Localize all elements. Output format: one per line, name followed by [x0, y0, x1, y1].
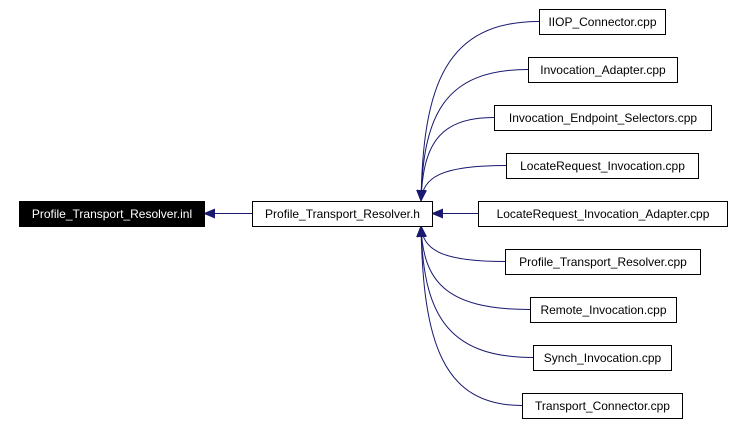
- node-current-file: Profile_Transport_Resolver.inl: [19, 201, 205, 227]
- node-box: [522, 393, 683, 419]
- edge-n9-to-hub: [416, 225, 523, 406]
- node-box: [539, 9, 666, 35]
- edge-n1-to-hub: [416, 21, 540, 202]
- node-label: Profile_Transport_Resolver.cpp: [519, 255, 687, 269]
- node-box: [478, 201, 728, 227]
- node-box: [19, 201, 205, 227]
- edge-n4-to-hub: [416, 165, 507, 202]
- node-box: [528, 57, 678, 83]
- edge-line: [416, 165, 507, 202]
- node-box: [530, 297, 677, 323]
- edge-line: [416, 225, 506, 262]
- edge-n6-to-hub: [416, 225, 506, 262]
- node-label: Transport_Connector.cpp: [535, 399, 670, 413]
- node-file[interactable]: Invocation_Adapter.cpp: [528, 57, 678, 83]
- node-label: Profile_Transport_Resolver.h: [265, 207, 420, 221]
- node-label: IIOP_Connector.cpp: [548, 15, 656, 29]
- edge-line: [416, 21, 540, 202]
- node-label: Remote_Invocation.cpp: [540, 303, 666, 317]
- edge-n3-to-hub: [416, 117, 495, 202]
- node-file[interactable]: Transport_Connector.cpp: [522, 393, 683, 419]
- node-label: Invocation_Adapter.cpp: [540, 63, 666, 77]
- node-box: [505, 249, 701, 275]
- node-file[interactable]: Profile_Transport_Resolver.cpp: [505, 249, 701, 275]
- node-label: Invocation_Endpoint_Selectors.cpp: [509, 111, 697, 125]
- node-box: [506, 153, 699, 179]
- edge-n7-to-hub: [416, 225, 531, 310]
- node-label: LocateRequest_Invocation_Adapter.cpp: [497, 207, 710, 221]
- edge-line: [416, 225, 531, 310]
- edge-n8-to-hub: [416, 225, 534, 358]
- node-file[interactable]: IIOP_Connector.cpp: [539, 9, 666, 35]
- edge-line: [416, 117, 495, 202]
- node-file[interactable]: LocateRequest_Invocation_Adapter.cpp: [478, 201, 728, 227]
- node-label: Profile_Transport_Resolver.inl: [32, 207, 192, 221]
- node-file[interactable]: Profile_Transport_Resolver.h: [252, 201, 433, 227]
- node-label: LocateRequest_Invocation.cpp: [520, 159, 685, 173]
- node-file[interactable]: Remote_Invocation.cpp: [530, 297, 677, 323]
- node-label: Synch_Invocation.cpp: [544, 351, 662, 365]
- edge-line: [416, 69, 529, 202]
- edge-line: [416, 225, 523, 406]
- node-file[interactable]: Synch_Invocation.cpp: [533, 345, 672, 371]
- node-box: [533, 345, 672, 371]
- node-box: [494, 105, 712, 131]
- node-file[interactable]: Invocation_Endpoint_Selectors.cpp: [494, 105, 712, 131]
- node-file[interactable]: LocateRequest_Invocation.cpp: [506, 153, 699, 179]
- edge-line: [416, 225, 534, 358]
- edges: [203, 21, 540, 406]
- edge-n2-to-hub: [416, 69, 529, 202]
- node-box: [252, 201, 433, 227]
